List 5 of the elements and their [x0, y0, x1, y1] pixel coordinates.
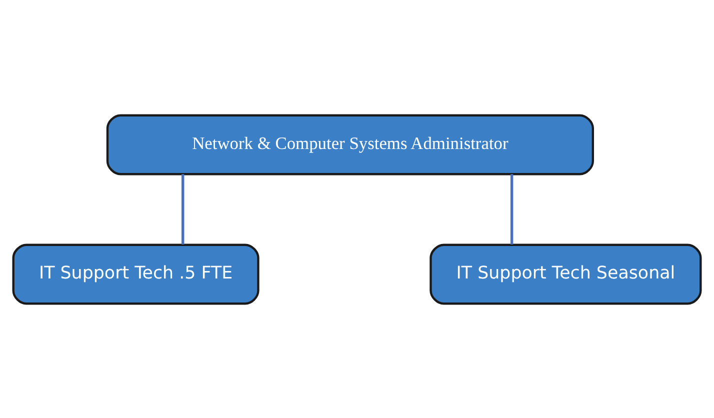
node-box: IT Support Tech Seasonal: [430, 243, 702, 304]
node-box: Network & Computer Systems Administrator: [106, 114, 594, 175]
node-box: IT Support Tech .5 FTE: [12, 243, 260, 304]
connector: [510, 174, 514, 244]
connector: [182, 174, 184, 244]
